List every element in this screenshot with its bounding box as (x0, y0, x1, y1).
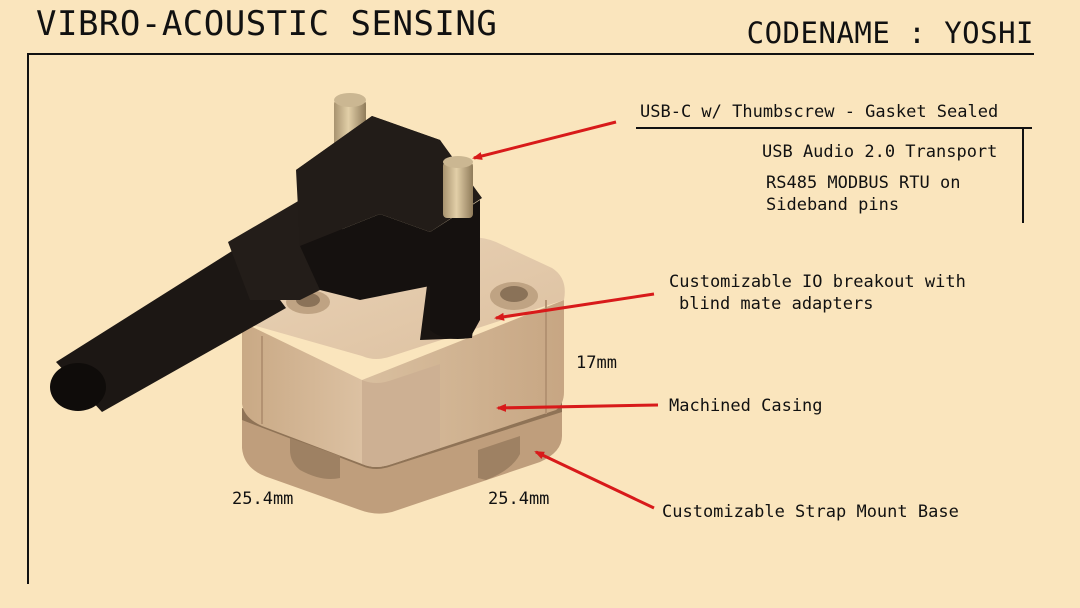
usb-audio-label: USB Audio 2.0 Transport (762, 142, 998, 162)
machined-casing (241, 237, 565, 467)
usb-bracket-rule (1022, 127, 1024, 223)
strap-callout: Customizable Strap Mount Base (662, 502, 959, 522)
rs485-label-line2: Sideband pins (766, 195, 900, 215)
rs485-label-line1: RS485 MODBUS RTU on (766, 173, 961, 193)
usb-underline (636, 127, 1032, 129)
frame-top-rule (27, 53, 1034, 55)
width-dimension-left: 25.4mm (232, 489, 294, 509)
casing-arrow (496, 403, 659, 412)
usb-arrow (472, 120, 617, 160)
height-dimension: 17mm (576, 353, 617, 373)
width-dimension-right: 25.4mm (488, 489, 550, 509)
io-callout-line2: blind mate adapters (679, 294, 874, 314)
io-callout-line1: Customizable IO breakout with (669, 272, 966, 292)
io-arrow (494, 292, 655, 321)
codename-label: CODENAME : YOSHI (746, 16, 1034, 50)
usb-c-cable (50, 116, 482, 412)
casing-callout: Machined Casing (669, 396, 823, 416)
page-title: VIBRO-ACOUSTIC SENSING (36, 4, 498, 44)
usb-callout: USB-C w/ Thumbscrew - Gasket Sealed (640, 102, 999, 122)
strap-arrow (534, 450, 655, 510)
frame-left-rule (27, 53, 29, 584)
thumbscrew-front (443, 156, 473, 218)
